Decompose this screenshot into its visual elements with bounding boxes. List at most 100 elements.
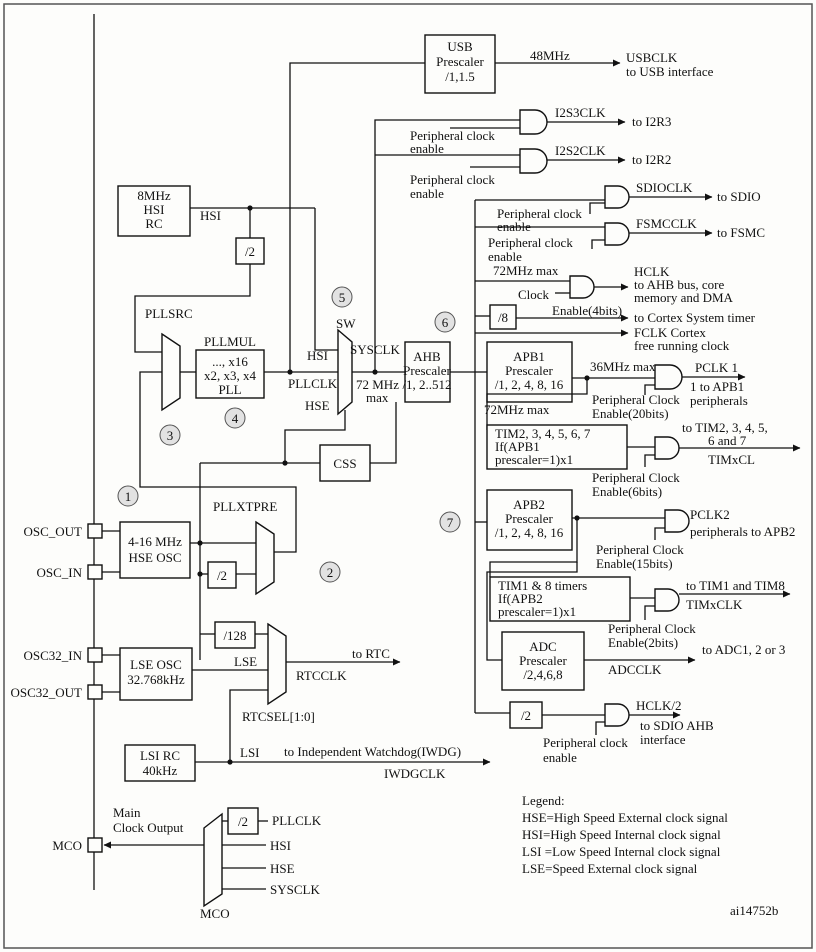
tim27-cond: If(APB1 [495,439,540,454]
sysclk-max-label: 72 MHz [356,377,399,392]
apb1-to-label: 1 to APB1 [690,379,744,394]
marker-2-label: 2 [327,565,334,580]
apb2-to-label: peripherals to APB2 [690,524,795,539]
css-box [319,444,371,482]
marker-7-label: 7 [447,515,454,530]
marker-6-circle [434,311,456,333]
i2s2-enable-label-2: enable [410,186,444,201]
marker-4-label: 4 [232,411,239,426]
lse-osc-freq: 32.768kHz [127,672,185,687]
fsmc-enable-label: Peripheral clock [488,235,573,250]
pllxtpre-to-pllsrc [139,371,297,553]
hclk-and-gate [569,275,595,299]
usb-interface-label: to USB interface [626,64,714,79]
i2s2-enable-label: Peripheral clock [410,172,495,187]
tim27-title: TIM2, 3, 4, 5, 6, 7 [495,426,591,441]
lsi-signal-label: LSI [240,745,260,760]
apb1-ratio: /1, 2, 4, 8, 16 [495,377,564,392]
systick-div-label: /8 [498,310,508,325]
pllmul-title: PLLMUL [204,334,256,349]
hse-osc-name: HSE OSC [128,550,181,565]
systick-div-box [489,304,517,330]
apb1-enable-line [644,384,655,395]
osc-in-label: OSC_IN [36,565,82,580]
fsmc-enable-line [591,239,605,249]
apb2-ratio: /1, 2, 4, 8, 16 [495,525,564,540]
tim18-feed-line [489,518,578,577]
i2s3-enable-label: Peripheral clock [410,128,495,143]
sysclk-max-label-2: max [366,390,389,405]
ahb-prescaler-ratio: /1, 2..512 [402,377,451,392]
lsi-rc-box [124,744,196,782]
iwdg-to-label: to Independent Watchdog(IWDG) [284,744,461,759]
lse-osc-name: LSE OSC [130,657,182,672]
sdio-ahb-enable-label-2: enable [543,750,577,765]
marker-2-circle [319,561,341,583]
sdio-ahb-enable-line [595,721,605,735]
apb2-label: Prescaler [505,511,553,526]
lsi-rc-name: LSI RC [140,748,180,763]
marker-5-label: 5 [339,290,346,305]
hsi-rc-freq: 8MHz [137,188,170,203]
lsi-rc-freq: 40kHz [143,763,178,778]
adc-title: ADC [529,639,556,654]
apb2-enable-line [654,527,665,540]
apb2-title: APB2 [513,497,545,512]
apb2-enable-label: Peripheral Clock [596,542,684,557]
i2s3-feed-line [374,119,520,372]
adc-to-label: to ADC1, 2 or 3 [702,642,785,657]
div128-label: /128 [223,628,246,643]
fclk-label-2: free running clock [634,338,730,353]
mco-title: Main [113,805,141,820]
sdio-to-label: to SDIO [717,189,761,204]
sdio-and-gate [604,185,630,209]
mco-pin-label: MCO [52,838,82,853]
mco-hsi-label: HSI [270,838,291,853]
pllxtpre-mux [255,520,275,596]
tim27-to-label-2: 6 and 7 [708,433,747,448]
hclk2-label: HCLK/2 [636,698,682,713]
tim18-enable-label-2: Enable(2bits) [608,635,678,650]
marker-3-circle [159,424,181,446]
sdio-enable-line [589,202,605,214]
apb1-enable-label-2: Enable(20bits) [592,406,669,421]
i2s3clk-label: I2S3CLK [555,105,606,120]
pllsrc-label: PLLSRC [145,306,193,321]
sdio-ahb-to-label-2: interface [640,732,686,747]
div128-box [214,621,256,649]
ahb-prescaler-box [404,341,451,403]
tim27-enable-label: Peripheral Clock [592,470,680,485]
legend-hsi: HSI=High Speed Internal clock signal [522,827,721,842]
hsi-signal-label: HSI [200,208,221,223]
tim18-enable-line [644,605,655,620]
pllsrc-mux [161,332,181,412]
figure-reference: ai14752b [730,903,778,918]
tim27-enable-line [644,454,655,467]
apb1-max-label: 36MHz max [590,359,656,374]
i2s3-enable-label-2: enable [410,141,444,156]
tim18-to-label: to TIM1 and TIM8 [686,578,785,593]
timxcl-label: TIMxCL [708,452,755,467]
mco-pllclk-label: PLLCLK [272,813,322,828]
hsi-rc-box [117,185,191,237]
sw-label: SW [336,316,356,331]
usb-feed-line [289,62,425,372]
iwdgclk-label: IWDGCLK [384,766,446,781]
marker-1-circle [117,485,139,507]
sw-mux [337,328,353,416]
hse-osc-box [119,521,191,579]
hsi-to-sw-line [314,208,338,351]
fclk-label: FCLK Cortex [634,325,706,340]
osc-out-label: OSC_OUT [23,524,82,539]
sysclk-label: SYSCLK [350,342,400,357]
pclk2-label: PCLK2 [690,507,730,522]
tim18-enable-label: Peripheral Clock [608,621,696,636]
adcclk-label: ADCCLK [608,662,662,677]
systick-to-label: to Cortex System timer [634,310,756,325]
fsmc-enable-label-2: enable [488,249,522,264]
pllmul-box [195,349,265,399]
hse-to-sw-line [284,410,346,463]
ahb-prescaler-label: Prescaler [403,363,451,378]
usb-prescaler-ratio: /1,1.5 [445,69,475,84]
osc-out-pin [87,523,103,539]
